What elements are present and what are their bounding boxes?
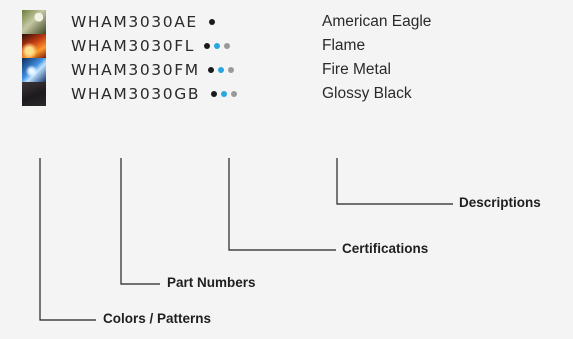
- descriptions-connector: [337, 158, 453, 204]
- part-numbers-label: Part Numbers: [167, 275, 256, 291]
- certifications-label: Certifications: [342, 241, 428, 257]
- descriptions-label: Descriptions: [459, 195, 541, 211]
- certifications-connector: [229, 158, 336, 250]
- part-numbers-connector: [121, 158, 160, 284]
- colors-patterns-label: Colors / Patterns: [103, 311, 211, 327]
- colors-patterns-connector: [40, 158, 96, 320]
